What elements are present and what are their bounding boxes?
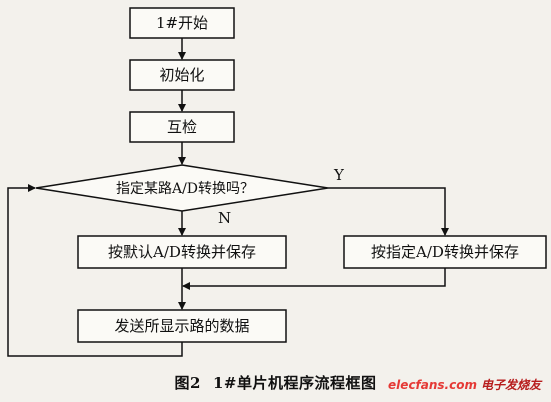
arrow-loop-back: [7, 184, 183, 357]
start-label: 1#开始: [156, 14, 208, 32]
watermark-cn: 电子发烧友: [480, 378, 541, 392]
connectors: [7, 38, 449, 357]
flowchart-canvas: 1#开始 初始化 互检 指定某路A/D转换吗？ Y N 按默认A/D转换并保存 …: [7, 7, 547, 357]
yes-label: Y: [333, 166, 345, 184]
start-box: [129, 7, 235, 39]
default-convert-label: 按默认A/D转换并保存: [108, 243, 256, 261]
default-convert-box: [77, 235, 287, 269]
figure-number: 图2: [174, 374, 201, 392]
send-label: 发送所显示路的数据: [114, 317, 249, 335]
figure-title: 1#单片机程序流程框图: [212, 374, 377, 392]
send-box: [77, 309, 287, 343]
init-label: 初始化: [159, 66, 204, 84]
arrow-decision-to-specified: [328, 187, 449, 236]
specified-convert-label: 按指定A/D转换并保存: [371, 243, 519, 261]
no-label: N: [218, 209, 231, 227]
watermark-site: elecfans.com: [388, 378, 477, 392]
figure-caption: 图2 1#单片机程序流程框图: [0, 372, 551, 393]
decision-label: 指定某路A/D转换吗？: [116, 180, 254, 197]
init-box: [129, 59, 235, 91]
selfcheck-label: 互检: [167, 118, 197, 136]
arrow-specified-to-merge: [182, 268, 446, 290]
